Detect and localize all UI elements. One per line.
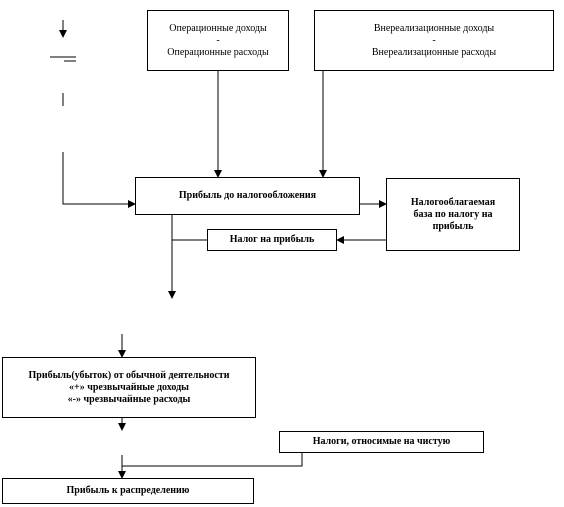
income-tax-box: Налог на прибыль [207, 229, 337, 251]
tax-base-line-1: Налогооблагаемая [410, 196, 496, 208]
operating-income-text: Операционные доходы [169, 22, 267, 34]
profit-before-tax-box: Прибыль до налогообложения [135, 177, 360, 215]
nonoperating-box: Внереализационные доходы - Внереализацио… [314, 10, 554, 71]
profit-distribution-box: Прибыль к распределению [2, 478, 254, 504]
nonoperating-minus-text: - [432, 34, 436, 46]
nonoperating-expenses-text: Внереализационные расходы [371, 46, 497, 58]
taxes-net-box: Налоги, относимые на чистую [279, 431, 484, 453]
tax-base-line-2: база по налогу на [413, 208, 493, 220]
operating-box: Операционные доходы - Операционные расхо… [147, 10, 289, 71]
ordinary-profit-box: Прибыль(убыток) от обычной деятельности … [2, 357, 256, 418]
profit-distribution-text: Прибыль к распределению [66, 485, 190, 496]
taxes-net-text: Налоги, относимые на чистую [312, 436, 451, 447]
nonoperating-income-text: Внереализационные доходы [373, 22, 495, 34]
operating-expenses-text: Операционные расходы [167, 46, 269, 58]
operating-minus-text: - [216, 34, 220, 46]
ordinary-profit-line-3: «-» чрезвычайные расходы [67, 393, 191, 405]
tax-base-box: Налогооблагаемая база по налогу на прибы… [386, 178, 520, 251]
ordinary-profit-line-1: Прибыль(убыток) от обычной деятельности [28, 369, 230, 381]
profit-before-tax-text: Прибыль до налогообложения [178, 190, 317, 201]
ordinary-profit-line-2: «+» чрезвычайные доходы [69, 381, 189, 393]
income-tax-text: Налог на прибыль [229, 234, 315, 245]
left-feed-connector [62, 152, 136, 208]
taxes-to-distribution-connector [122, 452, 303, 467]
tax-base-line-3: прибыль [432, 220, 474, 232]
